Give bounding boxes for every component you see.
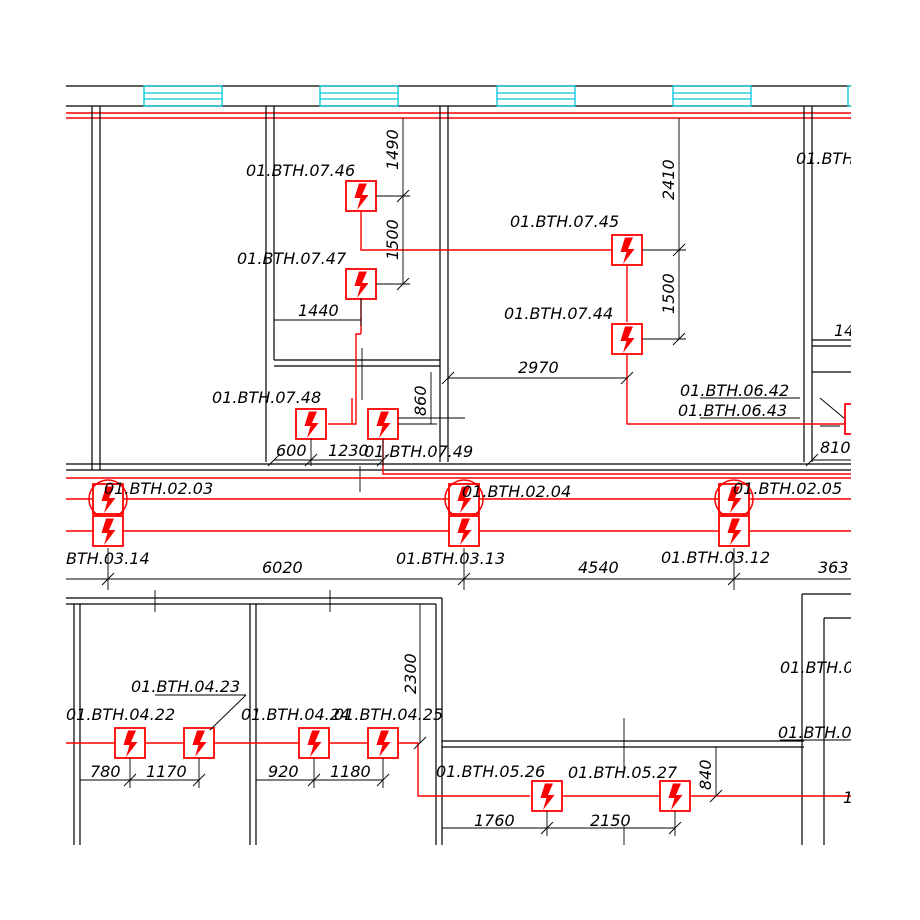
dim-860: 860 <box>411 385 430 416</box>
label-07-44: 01.BTH.07.44 <box>504 304 613 323</box>
label-07-46: 01.BTH.07.46 <box>246 161 355 180</box>
label-07-48: 01.BTH.07.48 <box>212 388 321 407</box>
outlet-02-04 <box>444 479 484 519</box>
dim-1440: 1440 <box>298 301 339 320</box>
outlet-02-05 <box>714 479 754 519</box>
window-row <box>143 85 851 107</box>
label-03-12: 01.BTH.03.12 <box>661 548 770 567</box>
dim-1500-a: 1500 <box>383 219 402 260</box>
dim-1760: 1760 <box>474 811 515 830</box>
dim-920: 920 <box>268 762 299 781</box>
outlet-07-44 <box>611 323 643 355</box>
dim-1180: 1180 <box>330 762 371 781</box>
dimension-lines <box>66 118 851 836</box>
dim-2300: 2300 <box>401 653 420 694</box>
outlet-02-03 <box>88 479 128 519</box>
window-3 <box>496 85 576 107</box>
outlet-04-25 <box>367 727 399 759</box>
label-04-24: 01.BTH.04.24 <box>241 705 350 724</box>
label-cut-top-right: 01.BTH <box>796 149 854 168</box>
outlet-07-49 <box>367 408 399 440</box>
outlet-06-43 <box>844 403 851 435</box>
dim-1-cut: 1 <box>843 788 853 807</box>
label-02-03: 01.BTH.02.03 <box>104 479 213 498</box>
lower-room-walls <box>66 590 851 845</box>
label-04-23: 01.BTH.04.23 <box>131 677 240 696</box>
dim-1170: 1170 <box>146 762 187 781</box>
label-cut-right-1: 01.BTH.0 <box>780 658 854 677</box>
dim-1500-b: 1500 <box>659 273 678 314</box>
dim-2970: 2970 <box>518 358 559 377</box>
dim-840: 840 <box>696 759 715 790</box>
label-05-26: 01.BTH.05.26 <box>436 762 545 781</box>
outlet-05-26 <box>531 780 563 812</box>
dim-2410: 2410 <box>659 159 678 200</box>
dim-2150: 2150 <box>590 811 631 830</box>
label-07-49: 01.BTH.07.49 <box>364 442 473 461</box>
dim-4540: 4540 <box>578 558 619 577</box>
label-04-25: 01.BTH.04.25 <box>334 705 443 724</box>
dim-780: 780 <box>90 762 121 781</box>
label-04-22: 01.BTH.04.22 <box>66 705 175 724</box>
leader-lines <box>155 397 851 741</box>
outlet-labels: 01.BTH.07.46 01.BTH.07.47 01.BTH.07.45 0… <box>66 149 854 782</box>
label-06-43: 01.BTH.06.43 <box>678 401 787 420</box>
label-07-47: 01.BTH.07.47 <box>237 249 347 268</box>
dim-1490: 1490 <box>383 129 402 170</box>
dim-1230: 1230 <box>328 441 369 460</box>
window-2 <box>319 85 399 107</box>
outlet-07-46 <box>345 180 377 212</box>
outlets <box>88 180 851 812</box>
outlet-05-27 <box>659 780 691 812</box>
window-5 <box>847 85 851 107</box>
outlet-04-22 <box>114 727 146 759</box>
label-03-13: 01.BTH.03.13 <box>396 549 505 568</box>
outer-wall <box>66 85 851 119</box>
dim-810: 810 <box>820 438 851 457</box>
dimension-values: 1490 1500 2410 1500 1440 2970 860 600 12… <box>90 129 854 830</box>
dim-14: 14 <box>834 321 854 340</box>
label-02-04: 01.BTH.02.04 <box>462 482 571 501</box>
outlet-04-23 <box>183 727 215 759</box>
outlet-07-48 <box>295 408 327 440</box>
window-1 <box>143 85 223 107</box>
outlet-03-14 <box>92 515 124 547</box>
dim-600: 600 <box>276 441 307 460</box>
outlet-07-47 <box>345 268 377 300</box>
dim-363: 363 <box>818 558 849 577</box>
label-05-27: 01.BTH.05.27 <box>568 763 678 782</box>
window-4 <box>672 85 752 107</box>
upper-room-walls <box>91 106 851 492</box>
label-03-14: BTH.03.14 <box>66 549 150 568</box>
label-02-05: 01.BTH.02.05 <box>733 479 842 498</box>
dim-6020: 6020 <box>262 558 303 577</box>
outlet-04-24 <box>298 727 330 759</box>
label-07-45: 01.BTH.07.45 <box>510 212 619 231</box>
outlet-03-12 <box>718 515 750 547</box>
label-06-42: 01.BTH.06.42 <box>680 381 789 400</box>
label-cut-right-2: 01.BTH.0 <box>778 723 852 742</box>
outlet-03-13 <box>448 515 480 547</box>
outlet-07-45 <box>611 234 643 266</box>
